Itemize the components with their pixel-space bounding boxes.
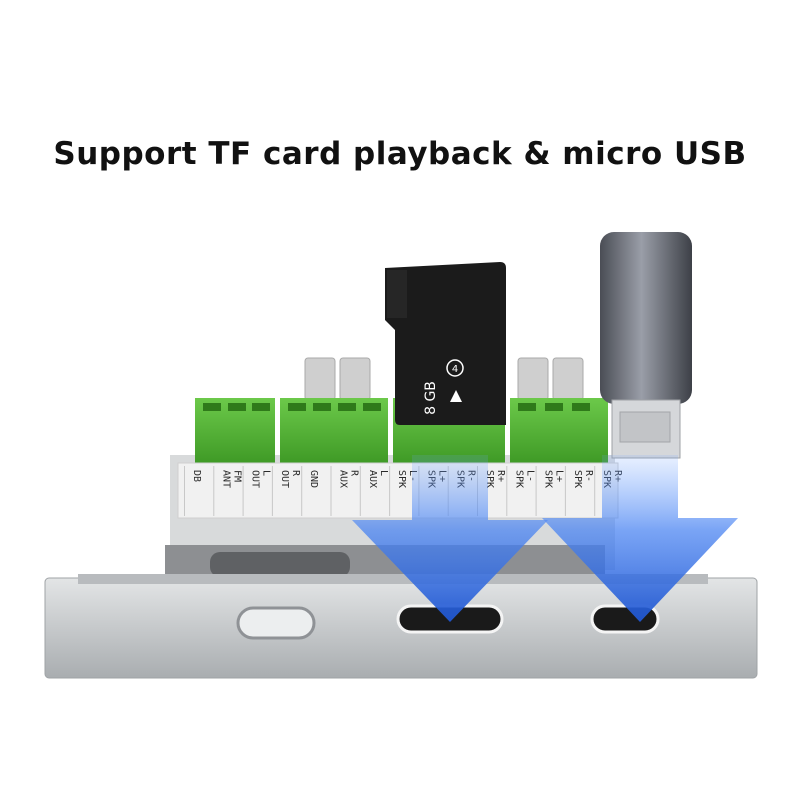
card-capacity: 8 GB xyxy=(423,381,439,415)
terminal-label-top: L xyxy=(378,470,389,476)
card-speed-class: 4 xyxy=(452,364,458,375)
terminal-label-bottom: AUX xyxy=(338,470,349,488)
down-arrow-icon xyxy=(542,455,738,622)
terminal-label-top: R xyxy=(290,470,301,477)
terminal-label: GND xyxy=(301,466,319,516)
terminal-label-top: L+ xyxy=(554,470,565,482)
usb-c-adapter-icon xyxy=(600,232,692,459)
tf-card-icon: 4 8 GB xyxy=(385,262,506,425)
button-icon xyxy=(236,606,316,640)
terminal-label-bottom: DB xyxy=(191,470,202,482)
terminal-label-top: R- xyxy=(583,470,594,482)
terminal-label-bottom: SPK xyxy=(484,470,495,488)
terminal-label-bottom: AUX xyxy=(367,470,378,488)
label-strip xyxy=(177,462,619,519)
terminal-label-bottom: OUT xyxy=(250,470,261,488)
down-arrow-icon xyxy=(352,455,548,622)
terminal-label-top: R+ xyxy=(495,470,506,482)
terminal-label-bottom: OUT xyxy=(279,470,290,488)
headline: Support TF card playback & micro USB xyxy=(53,136,747,172)
terminal-label: DB xyxy=(184,466,202,516)
terminal-label-bottom: SPK xyxy=(543,470,554,488)
terminal-label-top: L- xyxy=(524,470,535,482)
terminal-label-bottom: SPK xyxy=(396,470,407,488)
terminal-label-top: L xyxy=(261,470,272,476)
terminal-label-bottom: GND xyxy=(308,470,319,488)
terminal-label-bottom: ANT xyxy=(220,470,231,488)
terminal-label-top: FM xyxy=(231,470,242,482)
terminal-label-bottom: SPK xyxy=(572,470,583,488)
terminal-label-bottom: SPK xyxy=(513,470,524,488)
terminal-label-top: R xyxy=(349,470,360,477)
